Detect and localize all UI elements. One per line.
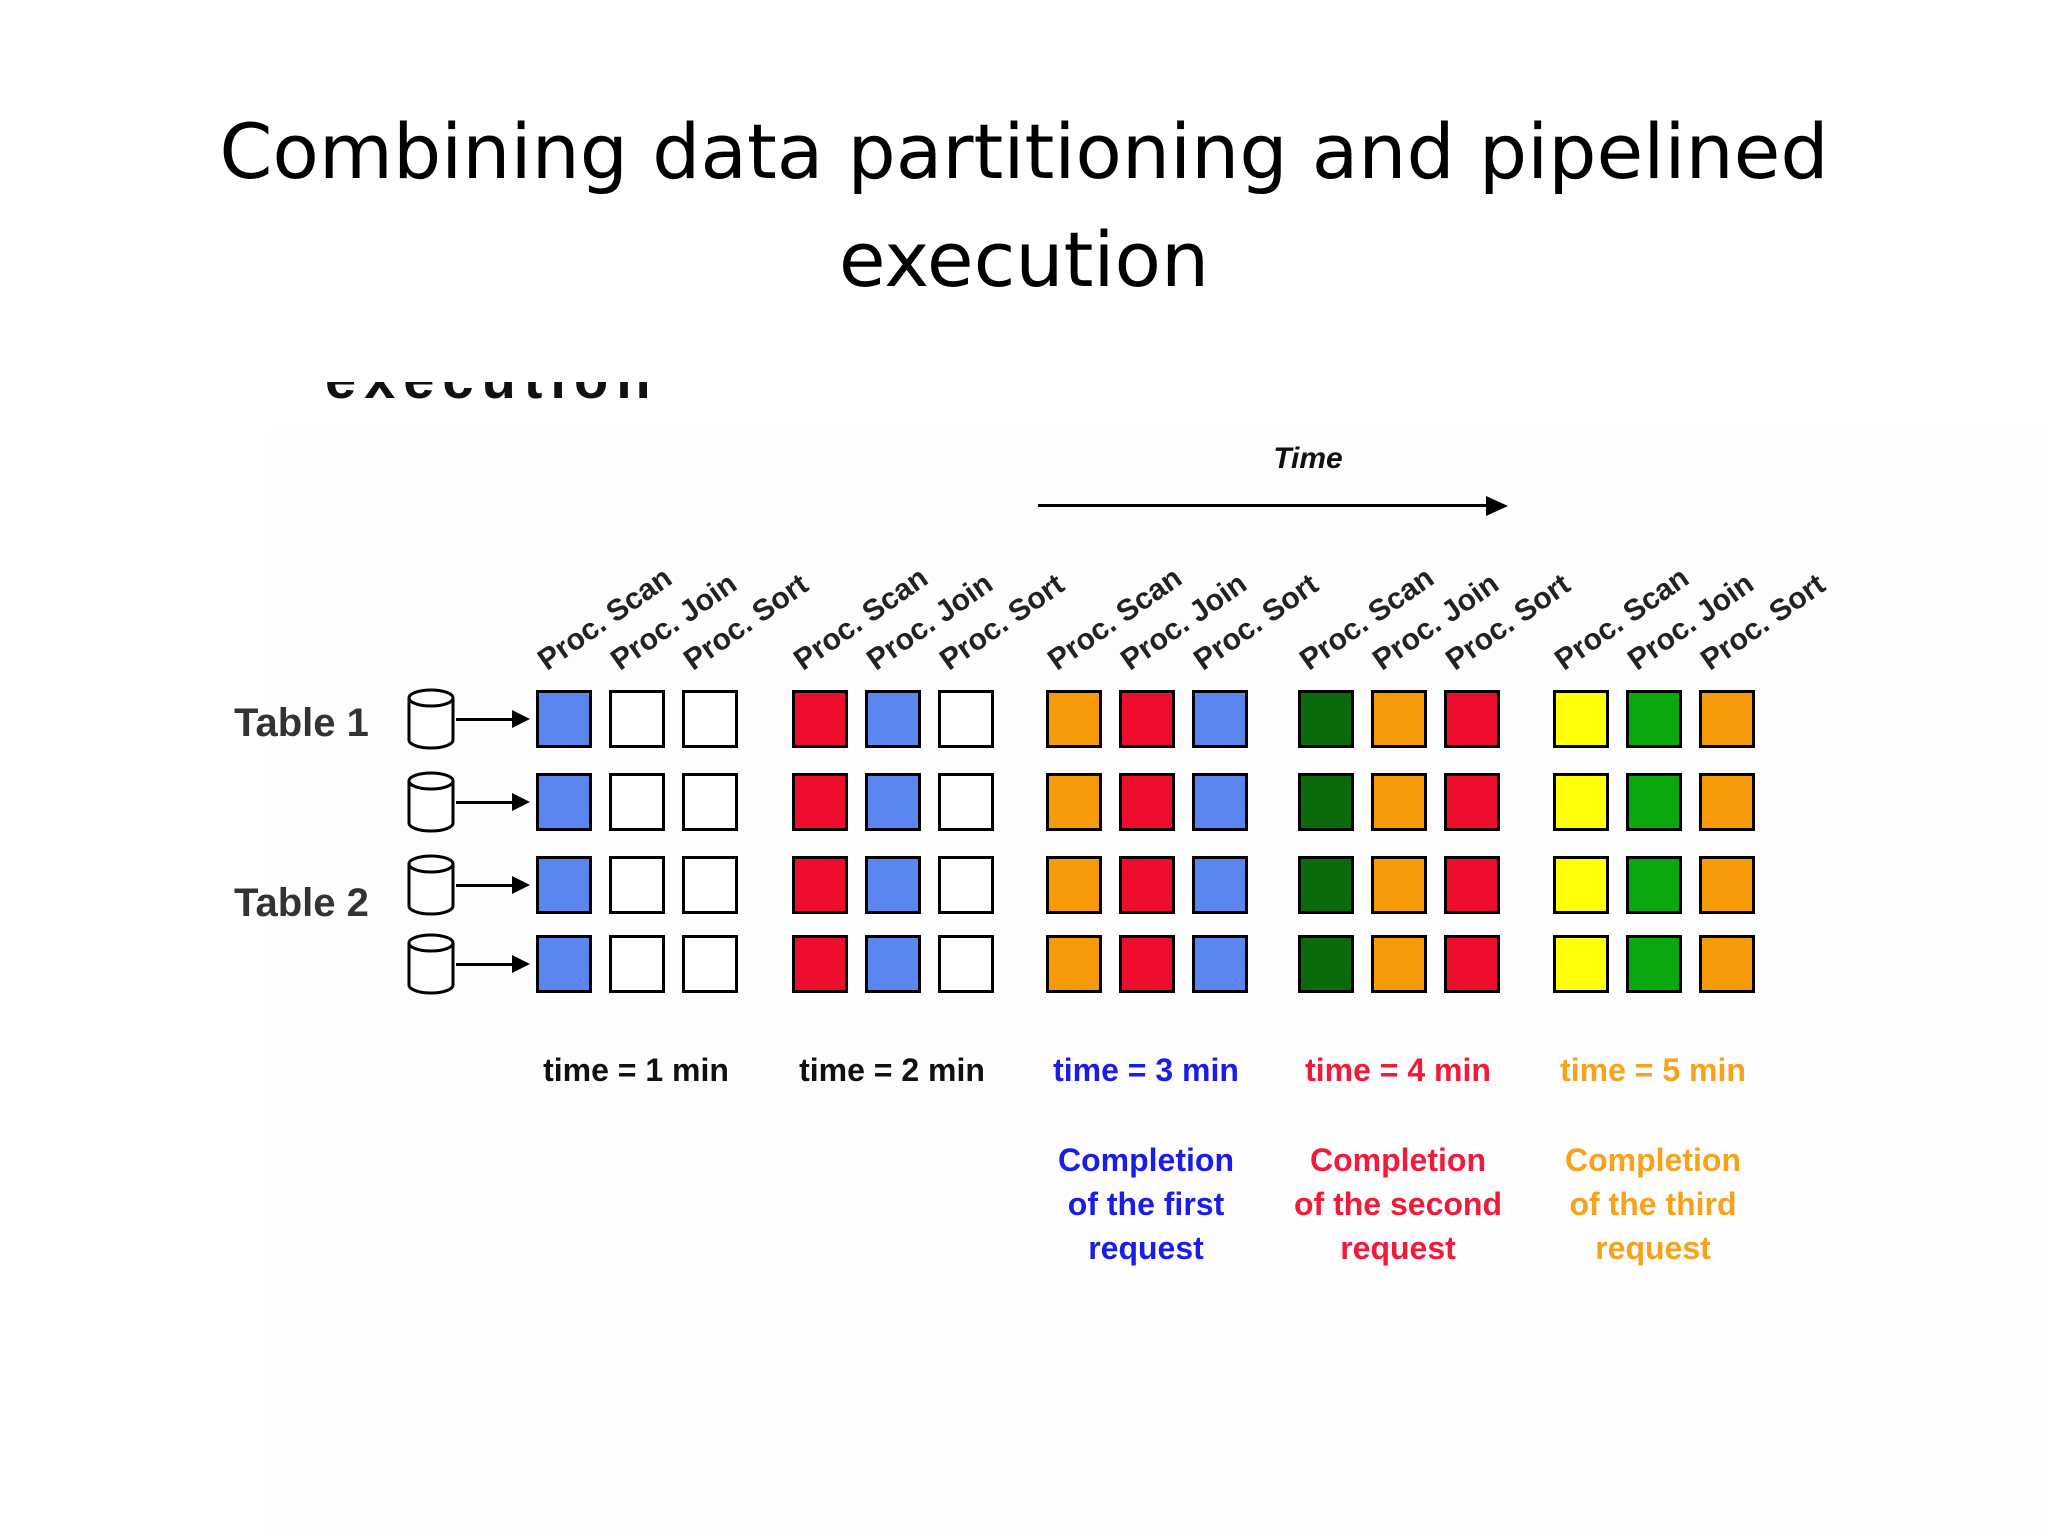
processor-cell-blue <box>865 690 921 748</box>
processor-cell-orange <box>1046 935 1102 993</box>
processor-cell-red <box>1119 856 1175 914</box>
processor-cell-orange <box>1699 935 1755 993</box>
processor-cell-red <box>1444 773 1500 831</box>
processor-cell-orange <box>1699 773 1755 831</box>
completion-line: request <box>1088 1230 1204 1266</box>
processor-cell-blue <box>865 935 921 993</box>
processor-cell-empty <box>682 773 738 831</box>
processor-cell-green <box>1626 935 1682 993</box>
clipped-heading-text: execution <box>325 382 658 400</box>
processor-cell-orange <box>1699 856 1755 914</box>
row-arrow <box>456 709 534 729</box>
table-label-1: Table 1 <box>234 701 369 745</box>
processor-cell-blue <box>1192 773 1248 831</box>
processor-cell-empty <box>609 935 665 993</box>
processor-cell-empty <box>682 856 738 914</box>
processor-cell-blue <box>1192 856 1248 914</box>
processor-cell-dark_green <box>1298 856 1354 914</box>
processor-cell-empty <box>682 690 738 748</box>
clipped-heading: execution <box>325 382 685 400</box>
completion-note: Completion of the third request <box>1533 1138 1773 1270</box>
processor-cell-empty <box>938 935 994 993</box>
processor-cell-blue <box>865 773 921 831</box>
processor-cell-red <box>792 935 848 993</box>
time-caption: time = 5 min <box>1560 1052 1746 1088</box>
processor-cell-blue <box>1192 690 1248 748</box>
processor-cell-empty <box>682 935 738 993</box>
row-arrow <box>456 792 534 812</box>
row-arrow <box>456 875 534 895</box>
disk-icon <box>406 854 456 918</box>
processor-cell-red <box>1444 856 1500 914</box>
processor-cell-yellow <box>1553 935 1609 993</box>
processor-cell-blue <box>536 690 592 748</box>
completion-line: request <box>1340 1230 1456 1266</box>
processor-cell-red <box>1119 690 1175 748</box>
processor-cell-dark_green <box>1298 690 1354 748</box>
processor-cell-orange <box>1046 856 1102 914</box>
row-arrow <box>456 954 534 974</box>
completion-line: Completion <box>1310 1142 1486 1178</box>
disk-icon <box>406 933 456 997</box>
processor-cell-green <box>1626 690 1682 748</box>
processor-cell-empty <box>609 856 665 914</box>
processor-cell-orange <box>1699 690 1755 748</box>
processor-cell-orange <box>1371 935 1427 993</box>
processor-cell-orange <box>1046 690 1102 748</box>
processor-cell-empty <box>938 690 994 748</box>
processor-cell-yellow <box>1553 856 1609 914</box>
slide-title: Combining data partitioning and pipeline… <box>0 98 2048 314</box>
processor-cell-red <box>792 773 848 831</box>
processor-cell-yellow <box>1553 690 1609 748</box>
processor-cell-blue <box>536 935 592 993</box>
completion-note: Completion of the second request <box>1278 1138 1518 1270</box>
time-caption: time = 1 min <box>543 1052 729 1088</box>
processor-cell-empty <box>609 690 665 748</box>
processor-cell-green <box>1626 773 1682 831</box>
slide-title-line-2: execution <box>838 215 1210 304</box>
time-caption: time = 3 min <box>1053 1052 1239 1088</box>
processor-cell-red <box>1119 773 1175 831</box>
processor-cell-empty <box>938 856 994 914</box>
processor-cell-red <box>792 856 848 914</box>
disk-icon <box>406 688 456 752</box>
table-label-2: Table 2 <box>234 881 369 925</box>
slide-title-line-1: Combining data partitioning and pipeline… <box>219 107 1829 196</box>
time-arrow-shaft <box>1038 504 1488 507</box>
processor-cell-red <box>792 690 848 748</box>
processor-cell-empty <box>938 773 994 831</box>
time-axis-label: Time <box>1273 442 1343 475</box>
completion-line: Completion <box>1058 1142 1234 1178</box>
processor-cell-orange <box>1371 773 1427 831</box>
completion-note: Completion of the first request <box>1026 1138 1266 1270</box>
completion-line: request <box>1595 1230 1711 1266</box>
completion-line: Completion <box>1565 1142 1741 1178</box>
processor-cell-blue <box>865 856 921 914</box>
processor-cell-blue <box>536 773 592 831</box>
processor-cell-green <box>1626 856 1682 914</box>
processor-cell-blue <box>536 856 592 914</box>
completion-line: of the third <box>1569 1186 1737 1222</box>
processor-cell-red <box>1119 935 1175 993</box>
processor-cell-yellow <box>1553 773 1609 831</box>
processor-cell-dark_green <box>1298 935 1354 993</box>
processor-cell-orange <box>1371 690 1427 748</box>
time-axis-arrow <box>1038 494 1508 518</box>
processor-cell-red <box>1444 935 1500 993</box>
processor-cell-dark_green <box>1298 773 1354 831</box>
time-arrow-head <box>1486 496 1508 516</box>
processor-cell-red <box>1444 690 1500 748</box>
processor-cell-orange <box>1046 773 1102 831</box>
disk-icon <box>406 771 456 835</box>
completion-line: of the first <box>1067 1186 1225 1222</box>
processor-cell-empty <box>609 773 665 831</box>
time-caption: time = 4 min <box>1305 1052 1491 1088</box>
processor-cell-orange <box>1371 856 1427 914</box>
time-caption: time = 2 min <box>799 1052 985 1088</box>
completion-line: of the second <box>1293 1186 1502 1222</box>
processor-cell-blue <box>1192 935 1248 993</box>
